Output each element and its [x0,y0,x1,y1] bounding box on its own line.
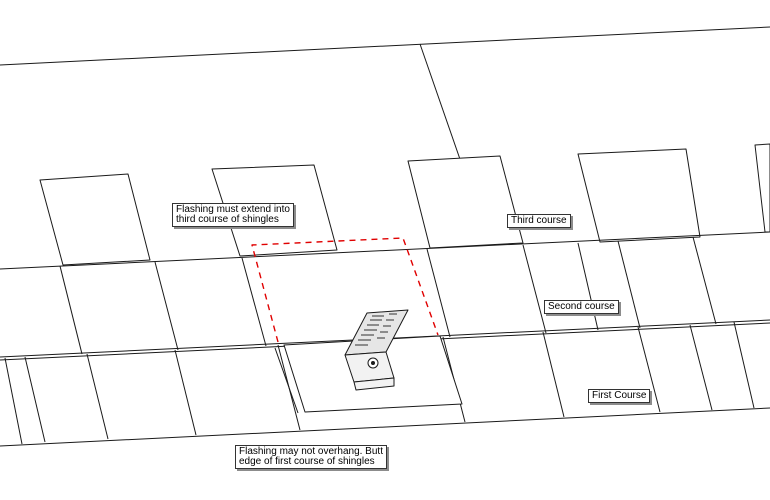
flashing-extent-outline [251,237,439,343]
roof-ridge-line [419,43,463,166]
callout-flashing-overhang: Flashing may not overhang. Butt edge of … [235,445,387,469]
second-course-joints [59,236,717,355]
flashing-edge-shadow [274,347,299,414]
callout-second-course: Second course [544,300,619,314]
callout-first-course: First Course [588,389,651,403]
callout-third-course: Third course [507,214,571,228]
first-course-bottom-edge [0,407,770,447]
roof-top-edge [0,26,770,66]
third-course-shingles [39,143,770,266]
callout-flashing-extend: Flashing must extend into third course o… [172,203,294,227]
second-course-top-edge [0,231,770,270]
mounting-bracket-icon [344,309,409,391]
